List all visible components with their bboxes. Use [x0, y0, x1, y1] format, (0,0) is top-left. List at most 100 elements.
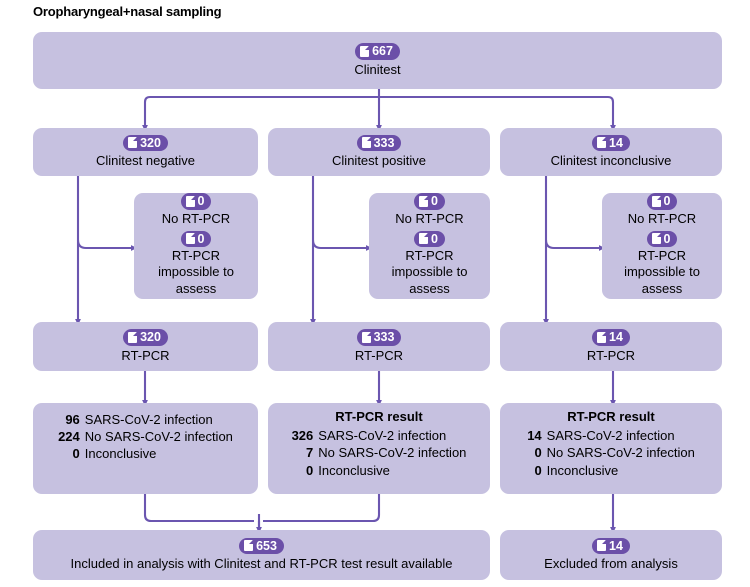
- connector-root-to-col1: [142, 95, 379, 132]
- result-row: 96 SARS-CoV-2 infection: [58, 411, 233, 428]
- result-row: 326 SARS-CoV-2 infection: [292, 427, 467, 444]
- badge-rtpcr-count-col1: 320: [123, 329, 168, 346]
- node-excluded-label: Excluded from analysis: [544, 556, 678, 572]
- document-icon: [419, 195, 429, 207]
- node-clinitest-inconclusive[interactable]: 14 Clinitest inconclusive: [500, 128, 722, 176]
- node-rtpcr-result-col3[interactable]: RT-PCR result 14 SARS-CoV-2 infection 0 …: [500, 403, 722, 494]
- result-row: 7 No SARS-CoV-2 infection: [292, 444, 467, 461]
- result-label: No SARS-CoV-2 infection: [318, 445, 467, 461]
- document-icon: [244, 540, 254, 552]
- result-row: 0 Inconclusive: [292, 462, 467, 479]
- result-num: 96: [65, 412, 80, 427]
- document-icon: [651, 195, 661, 207]
- node-root[interactable]: 667 Clinitest: [33, 32, 722, 89]
- node-excluded-from-analysis[interactable]: 14 Excluded from analysis: [500, 530, 722, 580]
- result-num: 0: [306, 462, 314, 478]
- badge-excluded-count: 14: [592, 537, 630, 555]
- node-no-rtpcr-label-col2: No RT-PCR: [395, 210, 464, 226]
- document-icon: [128, 331, 138, 343]
- badge-included-count: 653: [239, 537, 284, 555]
- node-rtpcr-result-col1[interactable]: 96 SARS-CoV-2 infection 224 No SARS-CoV-…: [33, 403, 258, 494]
- result-row: 0 No SARS-CoV-2 infection: [527, 444, 695, 461]
- node-side-exclusions-col2[interactable]: 0 No RT-PCR 0 RT-PCR impossible to asses…: [369, 193, 490, 299]
- document-icon: [361, 137, 371, 149]
- connector-col2-to-included: [263, 494, 381, 523]
- node-side-exclusions-col1[interactable]: 0 No RT-PCR 0 RT-PCR impossible to asses…: [134, 193, 258, 299]
- node-rtpcr-label-col2: RT-PCR: [354, 347, 404, 363]
- node-rtpcr-impossible-label-col1: RT-PCR impossible to assess: [158, 248, 234, 296]
- node-rtpcr-label-col3: RT-PCR: [586, 347, 636, 363]
- badge-rtpcr-count-col3: 14: [592, 329, 630, 346]
- node-no-rtpcr-label-col1: No RT-PCR: [161, 210, 231, 226]
- result-num: 14: [527, 428, 542, 444]
- badge-no-rtpcr-count-col2: 0: [414, 193, 445, 210]
- node-rtpcr-col1[interactable]: 320 RT-PCR: [33, 322, 258, 371]
- result-title-col2: RT-PCR result: [335, 409, 423, 424]
- connector-col3-to-sidebox: [544, 239, 606, 251]
- document-icon: [597, 540, 607, 552]
- document-icon: [360, 45, 370, 57]
- node-rtpcr-col3[interactable]: 14 RT-PCR: [500, 322, 722, 371]
- badge-rtpcr-impossible-count-col1: 0: [180, 230, 212, 248]
- result-num: 0: [534, 462, 542, 478]
- node-no-rtpcr-label-col3: No RT-PCR: [627, 210, 697, 226]
- result-row: 0 Inconclusive: [58, 445, 233, 462]
- document-icon: [419, 233, 429, 245]
- document-icon: [185, 195, 195, 207]
- node-clinitest-positive[interactable]: 333 Clinitest positive: [268, 128, 490, 176]
- node-included-label: Included in analysis with Clinitest and …: [70, 556, 453, 572]
- result-rows-col3: 14 SARS-CoV-2 infection 0 No SARS-CoV-2 …: [527, 427, 695, 478]
- result-num: 326: [291, 428, 314, 444]
- connector-col1-to-included: [143, 494, 254, 523]
- result-num: 0: [72, 446, 80, 462]
- node-side-exclusions-col3[interactable]: 0 No RT-PCR 0 RT-PCR impossible to asses…: [602, 193, 722, 299]
- result-label: Inconclusive: [84, 446, 157, 462]
- result-label: SARS-CoV-2 infection: [546, 428, 675, 444]
- badge-root-count: 667: [355, 43, 400, 60]
- node-rtpcr-label-col1: RT-PCR: [121, 347, 170, 363]
- result-rows-col1: 96 SARS-CoV-2 infection 224 No SARS-CoV-…: [58, 411, 233, 462]
- result-label: No SARS-CoV-2 infection: [546, 445, 695, 461]
- document-icon: [185, 233, 195, 245]
- badge-clinitest-negative-count: 320: [123, 134, 168, 152]
- badge-no-rtpcr-count-col1: 0: [180, 193, 212, 210]
- result-num: 224: [58, 429, 80, 445]
- result-row: 224 No SARS-CoV-2 infection: [58, 428, 233, 445]
- node-rtpcr-col2[interactable]: 333 RT-PCR: [268, 322, 490, 371]
- document-icon: [361, 331, 371, 343]
- badge-clinitest-inconclusive-count: 14: [592, 134, 630, 152]
- badge-rtpcr-count-col2: 333: [356, 329, 402, 346]
- connector-col2-to-sidebox: [311, 239, 373, 251]
- document-icon: [597, 137, 607, 149]
- result-num: 0: [534, 445, 542, 461]
- node-root-label: Clinitest: [354, 61, 401, 77]
- node-rtpcr-result-col2[interactable]: RT-PCR result 326 SARS-CoV-2 infection 7…: [268, 403, 490, 494]
- node-rtpcr-impossible-label-col2: RT-PCR impossible to assess: [391, 248, 468, 296]
- result-title-col3: RT-PCR result: [567, 409, 655, 424]
- node-included-in-analysis[interactable]: 653 Included in analysis with Clinitest …: [33, 530, 490, 580]
- node-clinitest-negative-label: Clinitest negative: [96, 153, 195, 169]
- result-rows-col2: 326 SARS-CoV-2 infection 7 No SARS-CoV-2…: [292, 427, 467, 478]
- result-label: Inconclusive: [546, 462, 619, 478]
- badge-no-rtpcr-count-col3: 0: [646, 193, 678, 210]
- badge-rtpcr-impossible-count-col2: 0: [414, 230, 445, 248]
- document-icon: [128, 137, 138, 149]
- document-icon: [597, 331, 607, 343]
- result-row: 0 Inconclusive: [527, 462, 695, 479]
- node-clinitest-inconclusive-label: Clinitest inconclusive: [550, 153, 672, 169]
- result-row: 14 SARS-CoV-2 infection: [527, 427, 695, 444]
- node-clinitest-positive-label: Clinitest positive: [332, 153, 426, 169]
- result-label: Inconclusive: [318, 462, 390, 478]
- result-label: SARS-CoV-2 infection: [84, 412, 213, 427]
- page-title: Oropharyngeal+nasal sampling: [33, 4, 222, 19]
- connector-col1-to-sidebox: [76, 239, 138, 251]
- node-clinitest-negative[interactable]: 320 Clinitest negative: [33, 128, 258, 176]
- badge-rtpcr-impossible-count-col3: 0: [646, 230, 678, 248]
- result-label: No SARS-CoV-2 infection: [84, 429, 233, 445]
- badge-clinitest-positive-count: 333: [356, 134, 402, 152]
- result-num: 7: [306, 445, 314, 461]
- connector-root-to-col3: [379, 95, 616, 132]
- node-rtpcr-impossible-label-col3: RT-PCR impossible to assess: [624, 248, 700, 296]
- result-label: SARS-CoV-2 infection: [318, 428, 447, 444]
